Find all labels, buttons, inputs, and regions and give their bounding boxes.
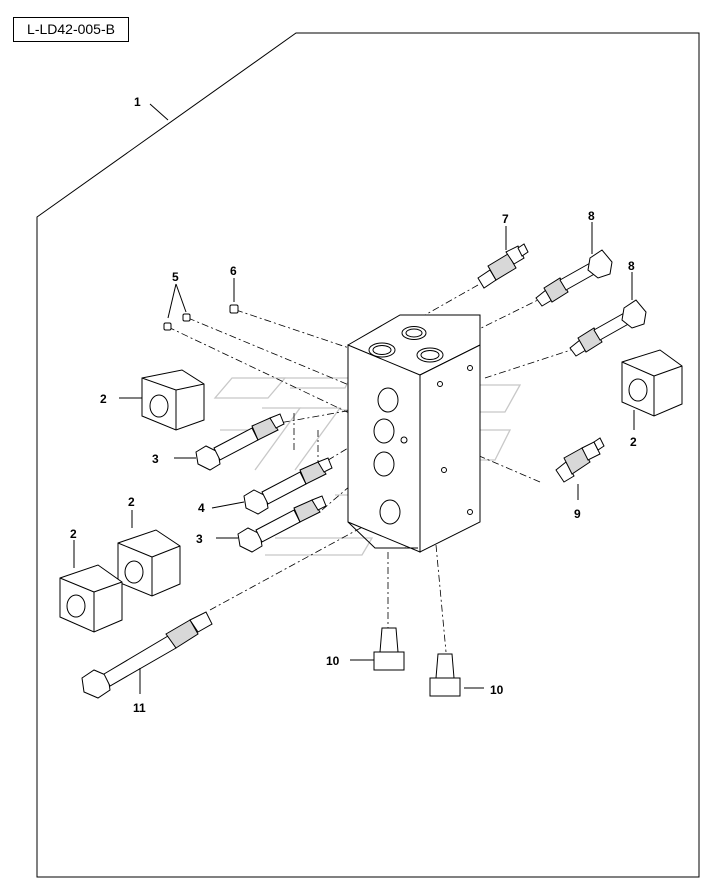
- plug-item-10-left: [373, 627, 405, 671]
- callout-3-lower: 3: [196, 532, 203, 546]
- callout-labels: 1 2 2 2 2 3 3 4 5 6 7 8 8 9 10 10 11: [70, 95, 637, 715]
- callout-6: 6: [230, 264, 237, 278]
- callout-8-upper: 8: [588, 209, 595, 223]
- plug-item-6: [229, 304, 239, 314]
- valve-cartridge-item-4: [243, 457, 333, 515]
- callout-11: 11: [133, 701, 146, 715]
- callout-2-left-lower: 2: [70, 527, 77, 541]
- cartridge-valve-item-8-upper: [535, 249, 613, 307]
- solenoid-coil-right: [621, 349, 683, 417]
- valve-block: [347, 314, 481, 553]
- valve-cartridge-item-3-lower: [237, 495, 327, 553]
- callout-leader-lines: [73, 103, 635, 694]
- callout-3-upper: 3: [152, 452, 159, 466]
- drawing-reference-code: L-LD42-005-B: [27, 21, 115, 37]
- callout-10-right: 10: [490, 683, 504, 697]
- callout-7: 7: [502, 212, 509, 226]
- callout-9: 9: [574, 507, 581, 521]
- plug-item-10-right: [429, 653, 461, 697]
- callout-4: 4: [198, 501, 205, 515]
- solenoid-coil-left-upper: [141, 369, 205, 431]
- callout-2-middle: 2: [128, 495, 135, 509]
- cartridge-valve-item-8-lower: [569, 299, 647, 357]
- callout-5: 5: [172, 270, 179, 284]
- plug-item-5: [163, 313, 191, 331]
- solenoid-coil-middle: [117, 529, 181, 597]
- callout-2-left-upper: 2: [100, 392, 107, 406]
- drawing-reference-box: L-LD42-005-B: [13, 17, 129, 42]
- cartridge-valve-item-7: [477, 243, 529, 289]
- valve-cartridge-item-3-upper: [195, 413, 285, 471]
- callout-10-left: 10: [326, 654, 340, 668]
- callout-8-lower: 8: [628, 259, 635, 273]
- callout-1: 1: [134, 95, 141, 109]
- solenoid-coil-left-lower: [59, 564, 123, 633]
- valve-cartridge-item-11: [81, 611, 213, 699]
- assembly-outline: [36, 32, 700, 878]
- callout-2-right: 2: [630, 435, 637, 449]
- cartridge-valve-item-9: [555, 437, 605, 483]
